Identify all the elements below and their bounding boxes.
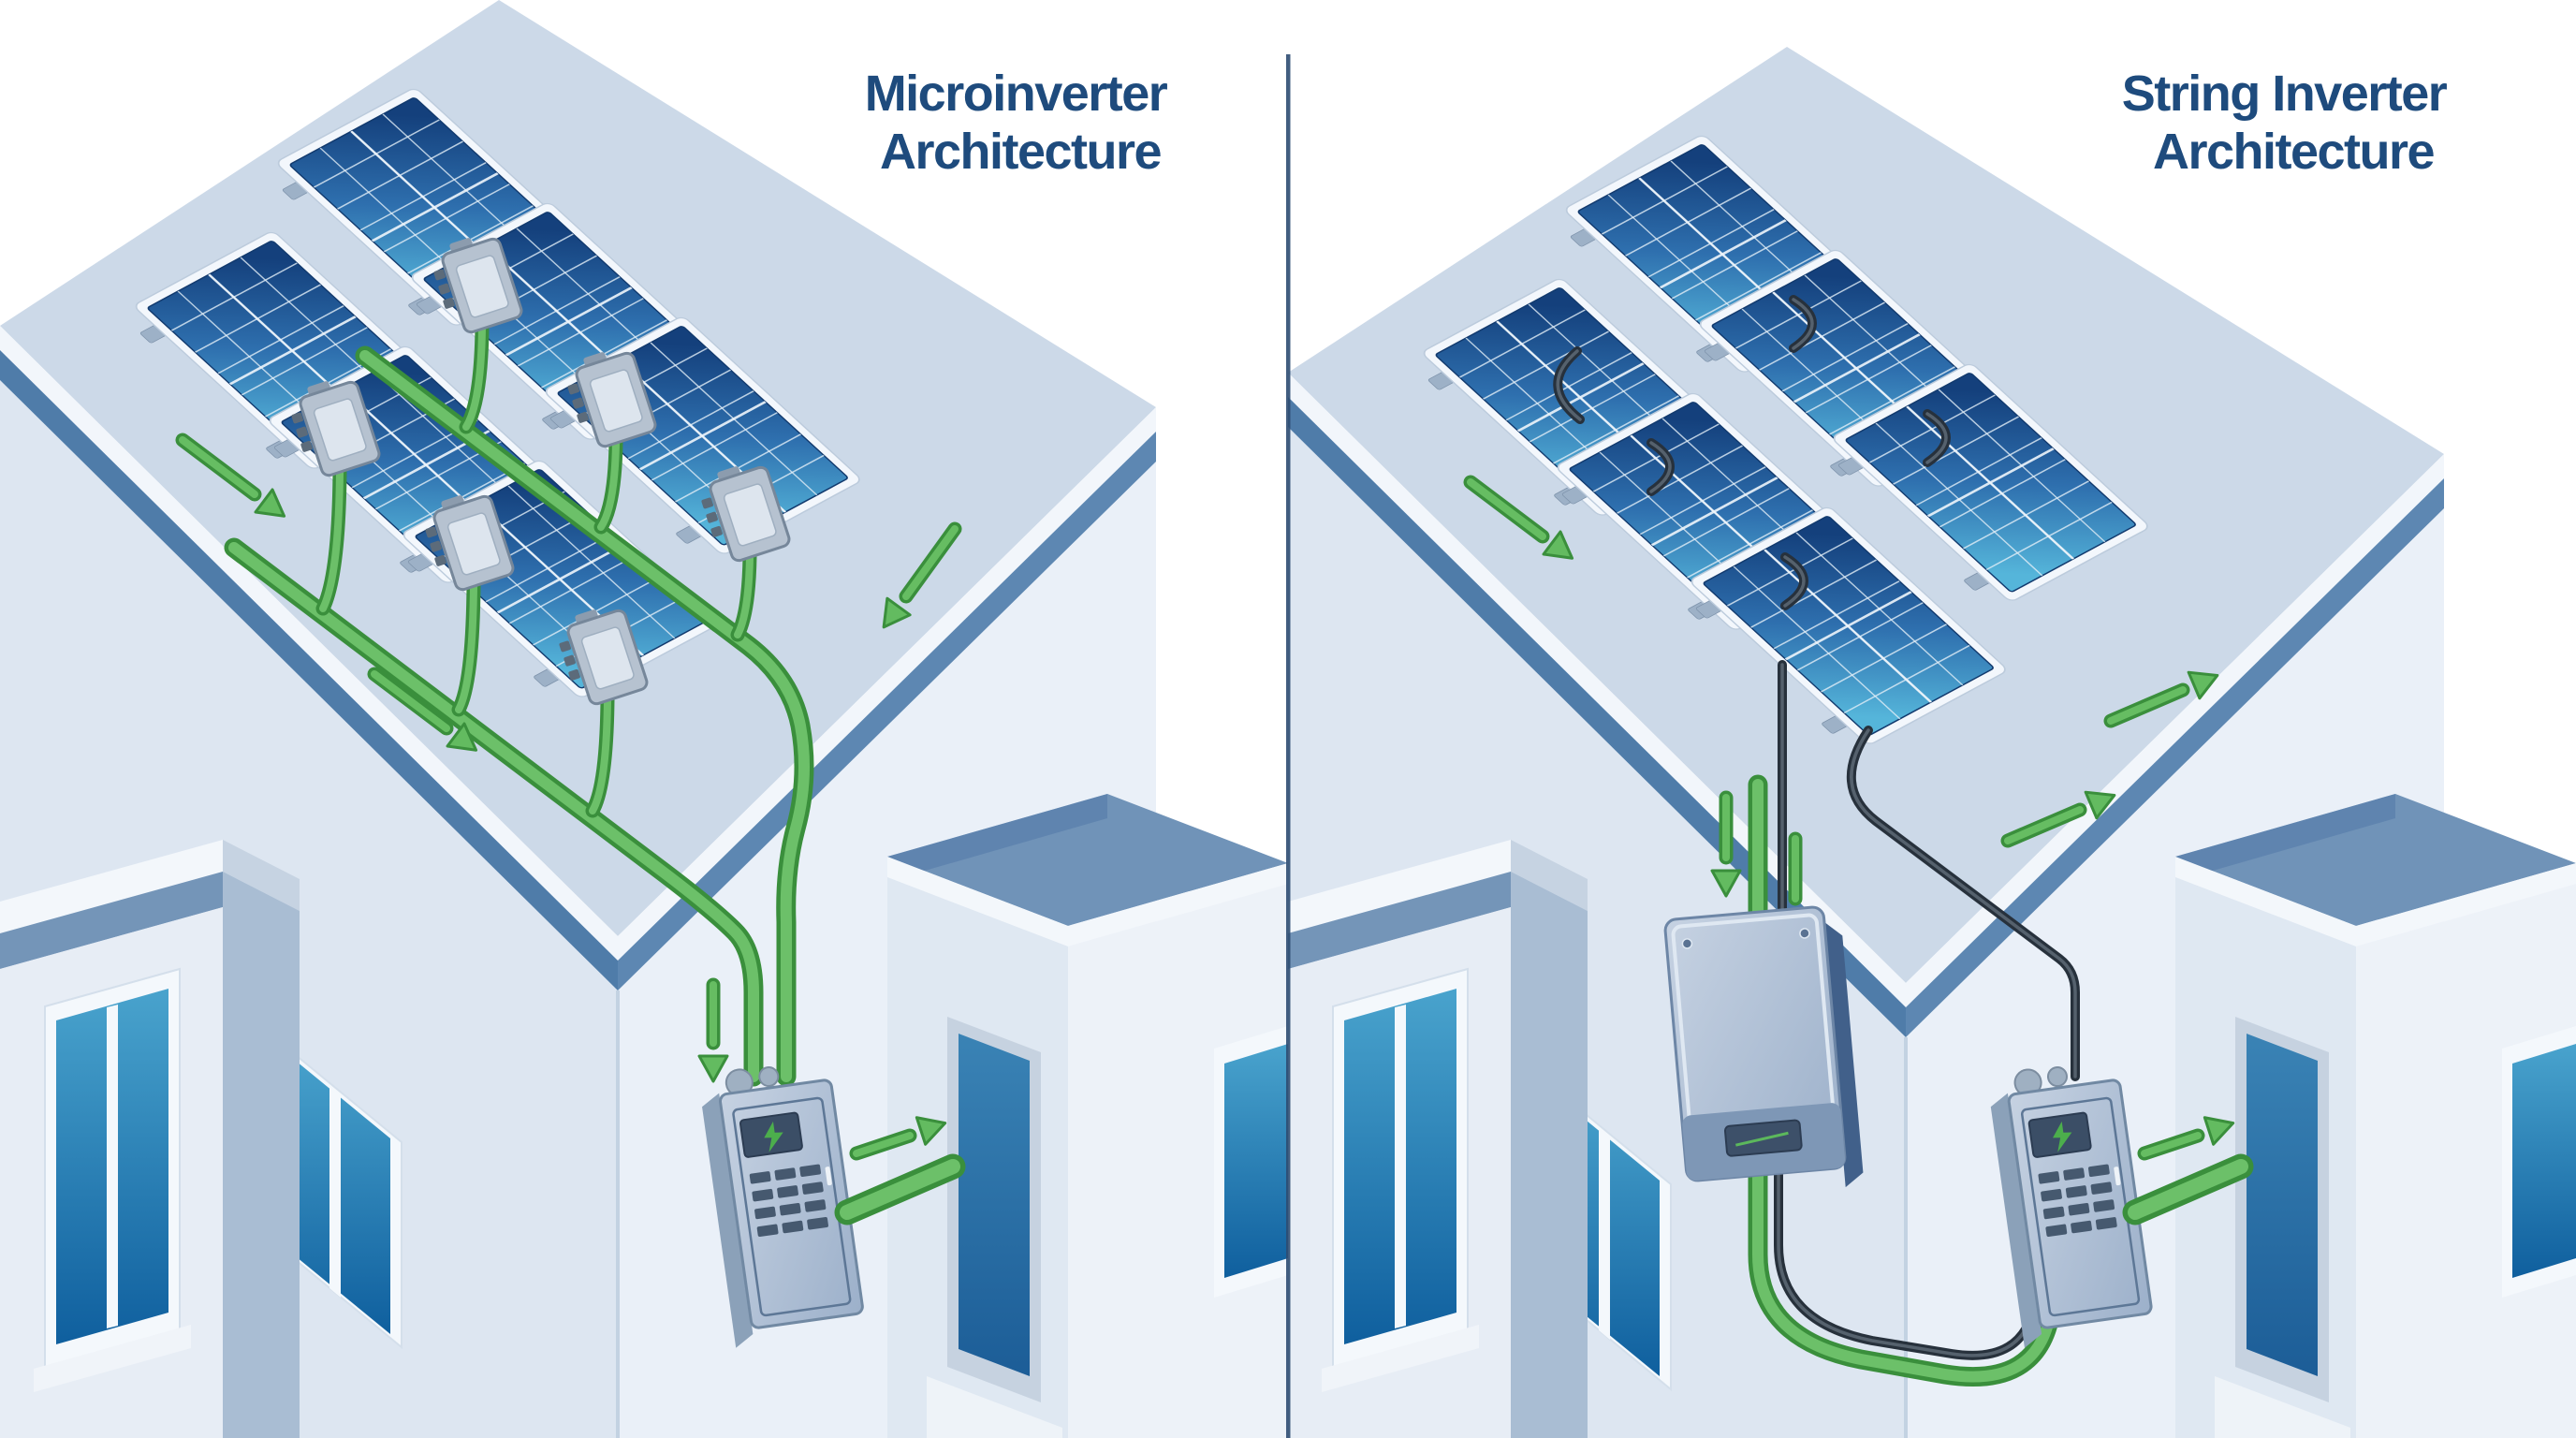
ac-trunk-cables xyxy=(224,320,814,1087)
roof-fascia-left xyxy=(0,350,618,990)
breaker-switches xyxy=(2038,1164,2117,1238)
house-side-window xyxy=(2502,1026,2576,1298)
building-window xyxy=(269,1031,402,1350)
house-right xyxy=(2175,794,2576,1438)
roof-fascia-right xyxy=(618,432,1156,990)
right-diagram-string-inverter xyxy=(1288,47,2576,1438)
right-title-line2: Architecture xyxy=(2153,124,2435,180)
house-right xyxy=(887,794,1288,1438)
lightning-bolt-icon xyxy=(2053,1121,2072,1152)
roof-slab-edge xyxy=(0,326,1156,961)
left-title-line1: Microinverter xyxy=(865,66,1168,122)
house-side-window xyxy=(1214,1026,1288,1298)
roof-fascia-right xyxy=(1906,478,2444,1037)
ac-output-to-house xyxy=(834,1108,966,1225)
door-handle xyxy=(2114,1167,2121,1186)
divider-line xyxy=(1286,54,1291,1438)
breaker-switches xyxy=(749,1164,828,1237)
roof-surface xyxy=(0,0,1156,936)
house-left xyxy=(0,840,300,1438)
house-door xyxy=(927,1017,1062,1438)
inverter-status-line xyxy=(1735,1131,1789,1147)
breaker-panel xyxy=(1990,1066,2153,1348)
left-diagram-microinverter xyxy=(0,0,1288,1438)
house-window xyxy=(34,967,191,1392)
right-title-line1: String Inverter xyxy=(2122,66,2448,122)
dc-string-cables xyxy=(1553,295,2080,1360)
house-door xyxy=(2215,1017,2350,1438)
ac-output-to-house xyxy=(2122,1108,2254,1225)
house-left xyxy=(1288,840,1588,1438)
roof-surface xyxy=(1288,47,2444,983)
lightning-bolt-icon xyxy=(764,1121,783,1152)
string-inverter xyxy=(1663,905,1864,1188)
roof-slab-edge xyxy=(1288,373,2444,1007)
breaker-panel xyxy=(702,1066,864,1348)
power-flow-arrows xyxy=(175,433,962,1083)
house-window xyxy=(1322,967,1479,1392)
ac-cables xyxy=(1748,774,2064,1387)
left-title-line2: Architecture xyxy=(880,124,1162,180)
door-handle xyxy=(825,1167,832,1186)
power-flow-arrows xyxy=(1463,475,2225,939)
